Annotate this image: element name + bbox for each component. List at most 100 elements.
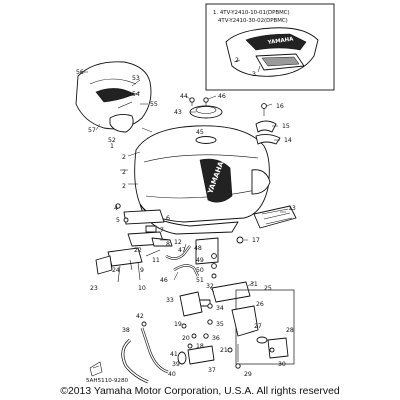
callout-55: 55 xyxy=(150,101,158,108)
callout-39: 39 xyxy=(172,361,180,368)
callout-40: 40 xyxy=(168,371,176,378)
callout-11: 11 xyxy=(152,257,160,264)
tank-crease-1 xyxy=(143,154,259,163)
grommet-17 xyxy=(236,236,244,244)
hose-46 xyxy=(173,264,200,277)
washer-21 xyxy=(227,347,233,353)
callout-7: 7 xyxy=(160,227,164,234)
clip-19 xyxy=(181,323,187,329)
callout-47: 47 xyxy=(178,247,186,254)
callout-50: 50 xyxy=(196,267,204,274)
screw-36 xyxy=(203,333,209,339)
knee-cover-grommet xyxy=(109,113,134,133)
bolt-10 xyxy=(137,261,141,281)
callout-22: 22 xyxy=(134,247,142,254)
bolt-4 xyxy=(115,203,121,209)
fuel-cock-assembly xyxy=(179,281,251,339)
rubber-pad-13 xyxy=(253,205,297,229)
callout-56: 56 xyxy=(76,69,84,76)
callout-44: 44 xyxy=(180,93,188,100)
callout-18: 18 xyxy=(196,343,204,350)
bolt-16 xyxy=(261,103,267,109)
screw-30 xyxy=(269,347,275,353)
callout-34: 34 xyxy=(216,305,224,312)
callout-21: 21 xyxy=(220,347,228,354)
callout-51: 51 xyxy=(196,277,204,284)
knee-cover-ridge xyxy=(89,78,137,85)
leader-lines xyxy=(84,71,286,293)
callout-12: 12 xyxy=(174,239,182,246)
callout-25: 25 xyxy=(264,285,272,292)
fuel-cock-31 xyxy=(211,281,251,303)
callout-numbers: 1 2 2 2 2 3 4 5 6 7 8 9 10 11 12 13 14 1… xyxy=(76,57,296,378)
figure-code: 5AH5110-9280 xyxy=(86,378,129,384)
callout-14: 14 xyxy=(284,137,292,144)
inset-line-1: 1. 4TV-Y2410-10-01(DPBMC) xyxy=(213,10,290,16)
oring-27 xyxy=(256,336,268,344)
callout-19: 19 xyxy=(174,321,182,328)
callout-24: 24 xyxy=(112,267,120,274)
clamp-39 xyxy=(177,351,187,365)
washer-35 xyxy=(207,319,213,325)
bolt-46 xyxy=(203,97,209,103)
callout-17: 17 xyxy=(252,237,260,244)
washer-49 xyxy=(211,253,217,259)
screw-34 xyxy=(207,303,213,309)
damper-15 xyxy=(255,120,277,133)
clip-18 xyxy=(187,343,193,349)
bolt-51 xyxy=(211,273,217,279)
copyright-notice: ©2013 Yamaha Motor Corporation, U.S.A. A… xyxy=(60,386,340,397)
filter-33 xyxy=(179,291,203,317)
clip-42 xyxy=(141,321,147,327)
knee-cover-line xyxy=(117,101,133,109)
callout-16: 16 xyxy=(276,103,284,110)
callout-29: 29 xyxy=(244,371,252,378)
callout-4: 4 xyxy=(114,205,118,212)
fuel-tank: YAMAHA xyxy=(134,125,271,235)
damper-7 xyxy=(145,225,157,233)
fuel-cap-lid xyxy=(195,106,217,114)
bolt-44 xyxy=(189,97,195,103)
callout-48: 48 xyxy=(194,245,202,252)
right-valve-assembly xyxy=(227,289,295,369)
inset-dark-panel xyxy=(245,33,307,51)
callout-3: 3 xyxy=(252,71,256,78)
hose-40 xyxy=(140,327,169,374)
stay-23 xyxy=(95,255,113,275)
callout-38: 38 xyxy=(122,327,130,334)
pin-24 xyxy=(117,265,121,283)
callout-9: 9 xyxy=(140,267,144,274)
front-arrow-icon xyxy=(89,361,103,377)
callout-37: 37 xyxy=(208,367,216,374)
inset-lead-3 xyxy=(257,65,261,73)
left-bracket-hardware xyxy=(95,203,173,283)
bracket-6 xyxy=(123,209,165,225)
callout-26: 26 xyxy=(256,301,264,308)
callout-54: 54 xyxy=(132,91,140,98)
inset-emblem-hatch xyxy=(261,56,300,67)
callout-45: 45 xyxy=(196,129,204,136)
callout-53: 53 xyxy=(132,75,140,82)
callout-33: 33 xyxy=(166,297,174,304)
callout-30: 30 xyxy=(278,361,286,368)
callout-8: 8 xyxy=(166,241,170,248)
callout-2b: 2 xyxy=(122,169,126,176)
screw-29 xyxy=(235,363,241,369)
callout-35: 35 xyxy=(216,321,224,328)
bolt-9 xyxy=(129,259,133,271)
lower-hose-assembly xyxy=(121,321,215,384)
fuel-filter-37 xyxy=(187,345,215,365)
clip-20 xyxy=(191,333,197,339)
fuel-hoses xyxy=(165,245,200,277)
valve-body-26 xyxy=(231,305,259,337)
callout-46b: 46 xyxy=(160,277,168,284)
inset-box: 1. 4TV-Y2410-10-01(DPBMC) 4TV-Y2410-30-0… xyxy=(205,3,335,91)
callout-28: 28 xyxy=(286,327,294,334)
callout-42: 42 xyxy=(136,313,144,320)
inset-line-2: 4TV-Y2410-30-02(DPBMC) xyxy=(218,18,288,24)
bolt-11 xyxy=(145,249,161,257)
callout-57: 57 xyxy=(88,127,96,134)
callout-43: 43 xyxy=(174,109,182,116)
callout-2d: 2 xyxy=(235,57,239,64)
inset-lead-2 xyxy=(233,59,241,63)
